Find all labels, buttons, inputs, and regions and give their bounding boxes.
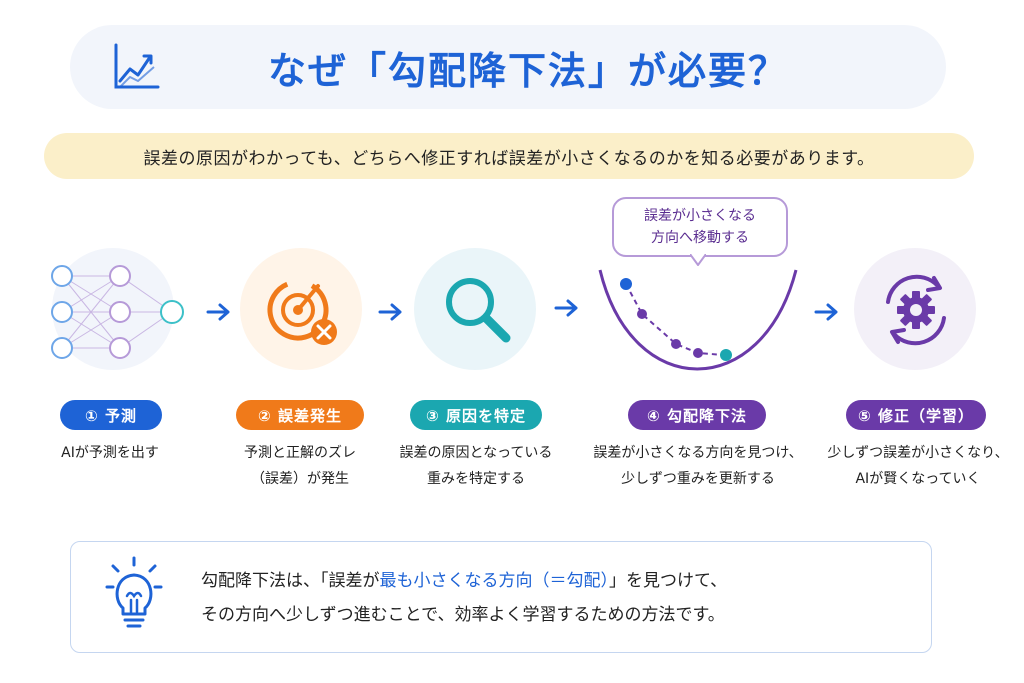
arrow-right-icon: [206, 303, 230, 321]
gradient-hint-bubble: 誤差が小さくなる 方向へ移動する: [612, 197, 788, 257]
step-3-desc-line: 誤差の原因となっている: [399, 445, 553, 461]
step-4-desc-line: 少しずつ重みを更新する: [621, 471, 775, 487]
magnifier-icon: [446, 278, 511, 343]
arrow-right-icon: [378, 303, 402, 321]
step-1-desc: AIが予測を出す: [30, 440, 190, 466]
step-4-desc-line: 誤差が小さくなる方向を見つけ、: [593, 445, 803, 461]
summary-box: 勾配降下法は、「誤差が最も小さくなる方向（＝勾配）」を見つけて、 その方向へ少し…: [70, 541, 932, 653]
step-2-desc-line: （誤差）が発生: [251, 471, 349, 487]
step-3-icon-bg: [414, 248, 536, 370]
summary-line-1: 勾配降下法は、「誤差が最も小さくなる方向（＝勾配）」を見つけて、: [201, 564, 727, 598]
line-chart-icon: [114, 43, 160, 89]
step-5-desc: 少しずつ誤差が小さくなり、 AIが賢くなっていく: [820, 440, 1016, 492]
target-miss-icon: [267, 279, 337, 345]
step-1-pill: ① 予測: [60, 400, 162, 430]
summary-line-2: その方向へ少しずつ進むことで、効率よく学習するための方法です。: [201, 605, 725, 625]
step-5-desc-line: 少しずつ誤差が小さくなり、: [827, 445, 1009, 461]
summary-line-1-pre: 勾配降下法は、「誤差が: [201, 571, 380, 591]
neural-network-icon: [51, 265, 184, 359]
step-1-desc-line: AIが予測を出す: [61, 445, 159, 461]
title-banner: なぜ「勾配降下法」が必要？: [70, 25, 946, 109]
bubble-line-1: 誤差が小さくなる: [644, 208, 756, 224]
step-2-desc-line: 予測と正解のズレ: [244, 445, 356, 461]
step-3-desc: 誤差の原因となっている 重みを特定する: [378, 440, 574, 492]
step-4-pill: ④ 勾配降下法: [628, 400, 766, 430]
subtitle-banner: 誤差の原因がわかっても、どちらへ修正すれば誤差が小さくなるのかを知る必要がありま…: [44, 133, 974, 179]
arrow-right-icon: [554, 299, 578, 317]
step-5-pill: ⑤ 修正（学習）: [846, 400, 986, 430]
step-3-pill: ③ 原因を特定: [410, 400, 542, 430]
step-3-desc-line: 重みを特定する: [427, 471, 525, 487]
step-2-pill: ② 誤差発生: [236, 400, 364, 430]
descent-point: [693, 348, 703, 358]
summary-highlight: 最も小さくなる方向（＝勾配）: [379, 571, 610, 591]
bubble-line-2: 方向へ移動する: [651, 230, 749, 246]
step-4-desc: 誤差が小さくなる方向を見つけ、 少しずつ重みを更新する: [584, 440, 812, 492]
bubble-tail: [690, 254, 706, 266]
arrow-right-icon: [814, 303, 838, 321]
gradient-curve-icon: [598, 269, 798, 371]
page-title: なぜ「勾配降下法」が必要？: [267, 48, 788, 93]
step-2-desc: 予測と正解のズレ （誤差）が発生: [210, 440, 390, 492]
lightbulb-icon: [105, 556, 163, 628]
gear-cycle-icon: [886, 274, 946, 346]
descent-point: [671, 339, 681, 349]
summary-line-1-post: 」を見つけて、: [609, 571, 728, 591]
step-5-desc-line: AIが賢くなっていく: [855, 471, 981, 487]
summary-text: 勾配降下法は、「誤差が最も小さくなる方向（＝勾配）」を見つけて、 その方向へ少し…: [201, 564, 727, 632]
descent-point: [637, 309, 647, 319]
descent-point: [620, 278, 632, 290]
descent-point: [720, 349, 732, 361]
